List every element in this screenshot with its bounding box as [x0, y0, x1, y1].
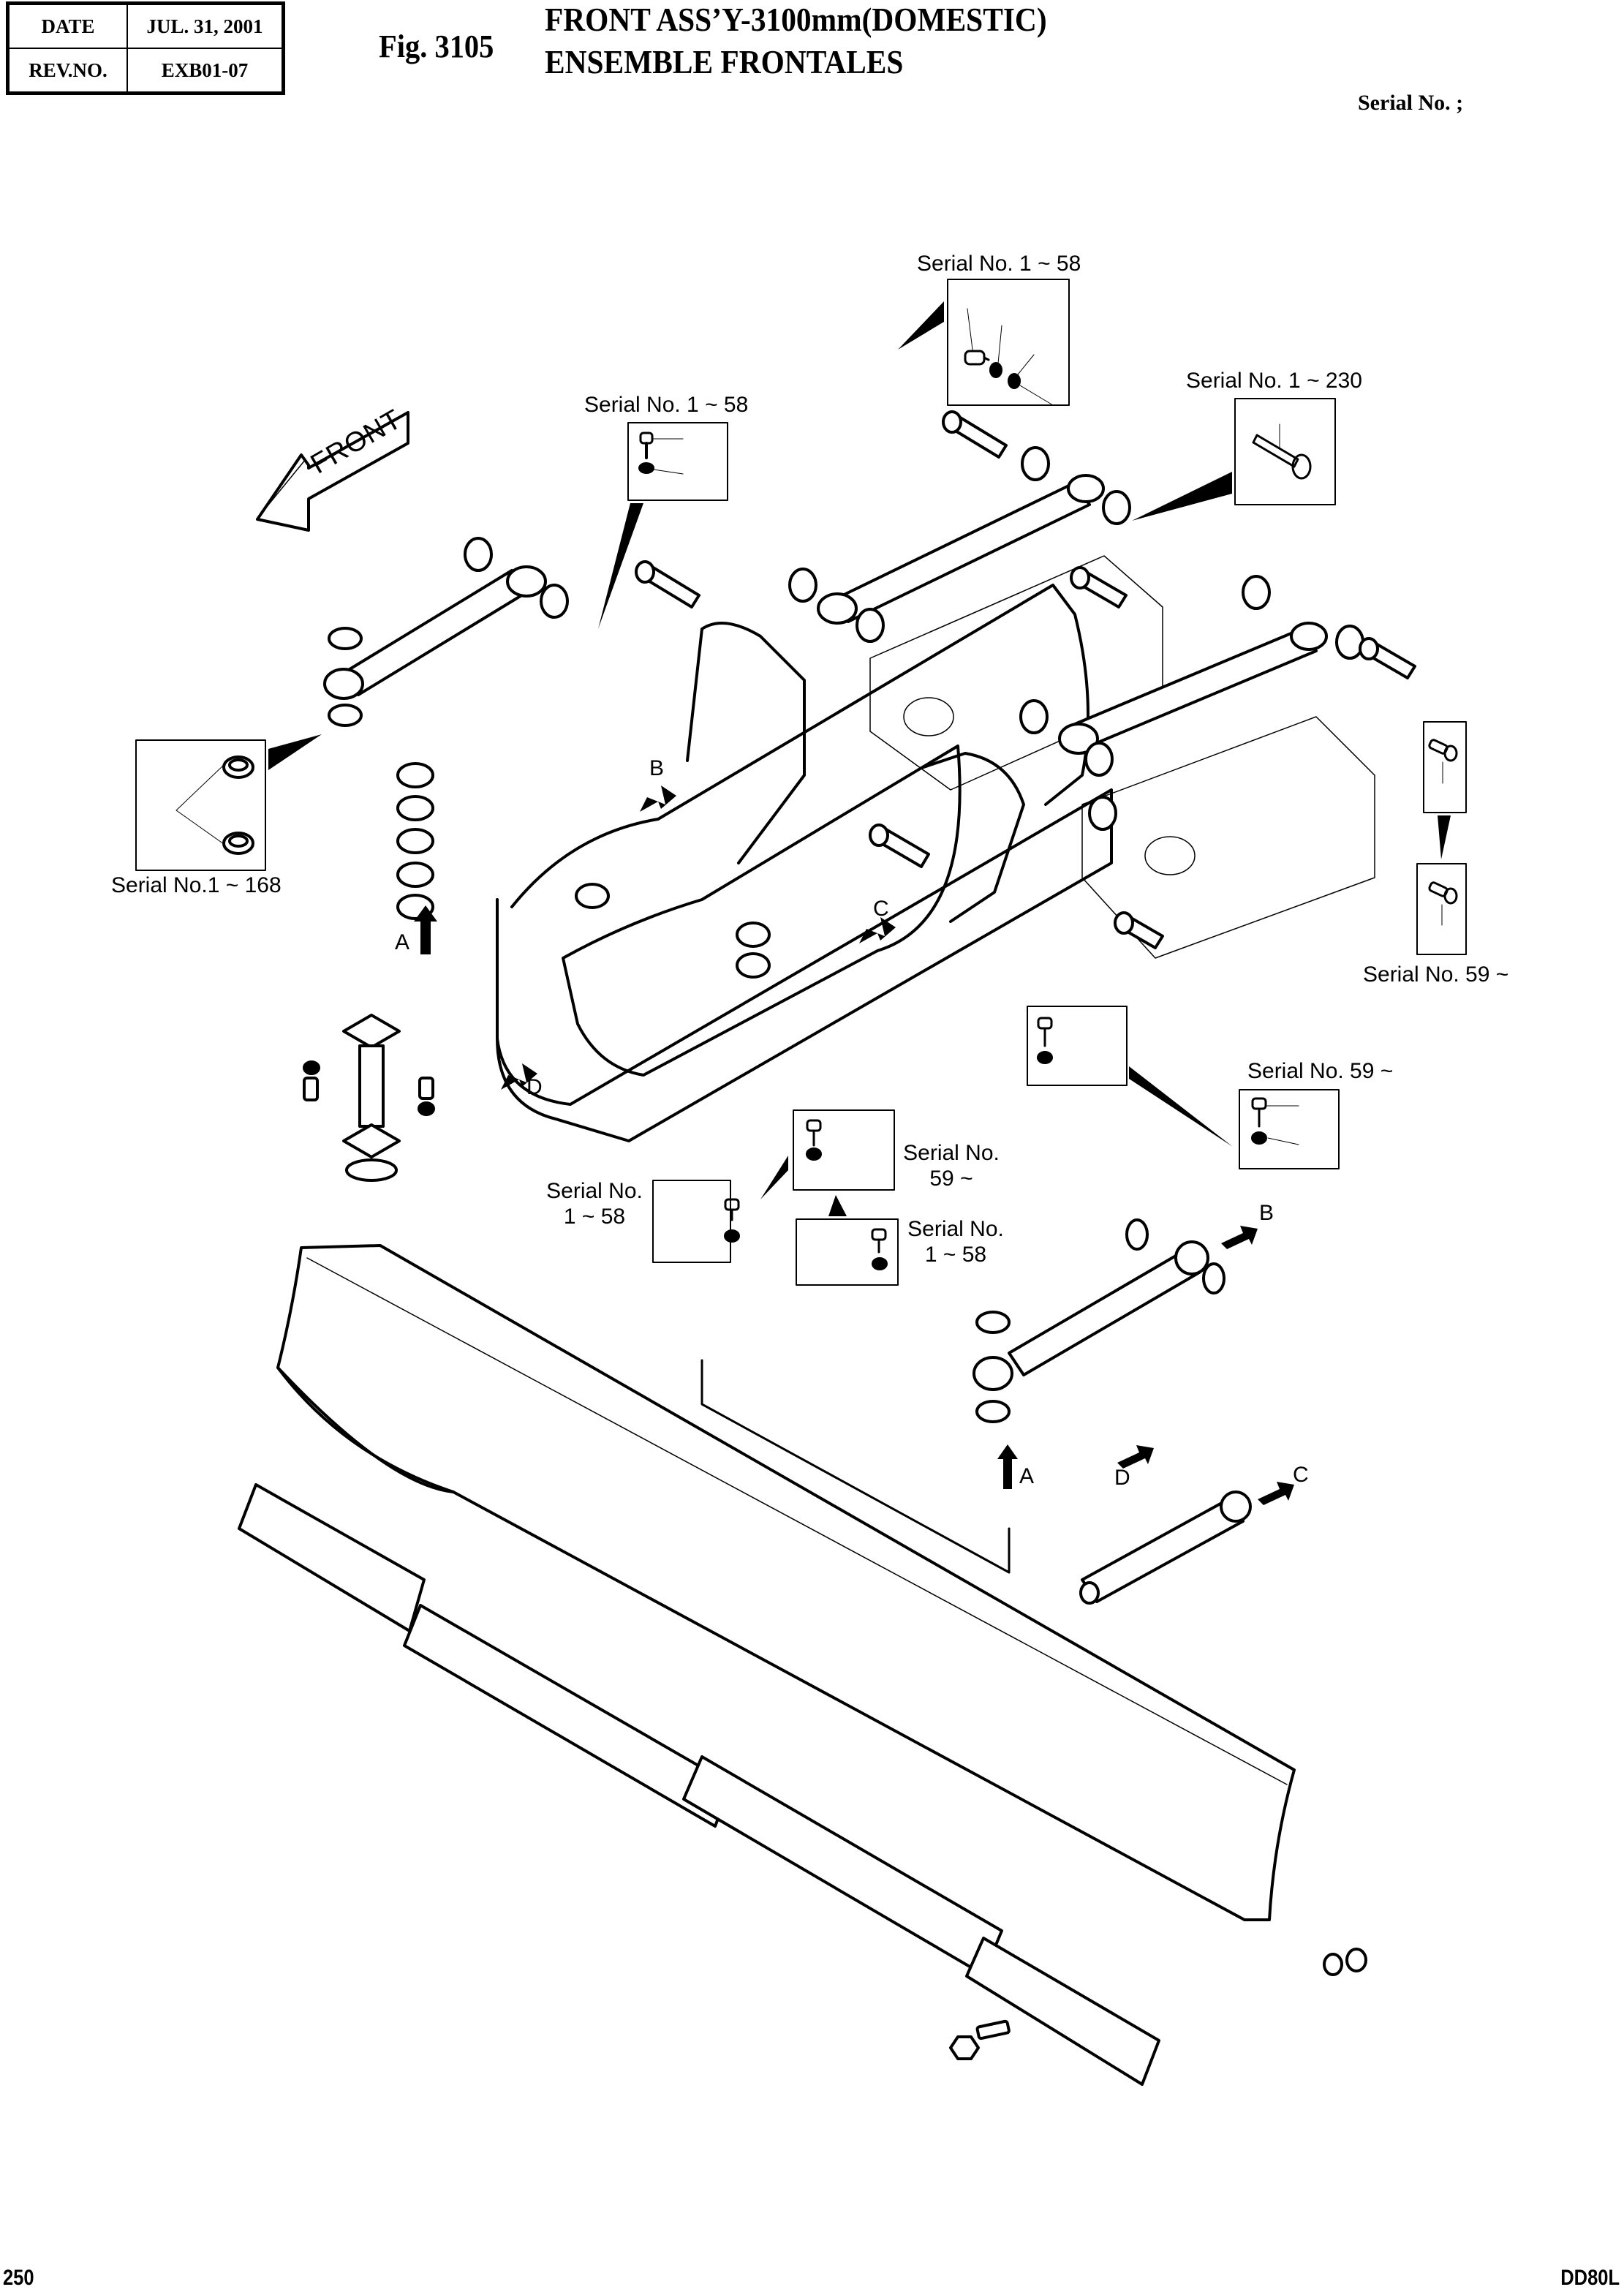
- serial-label-center-old-line2: 1 ~ 58: [924, 1242, 987, 1267]
- callout-box-top-bolt-washer: [898, 279, 1070, 406]
- washer-icon: [989, 362, 1002, 378]
- serial-label-bolt-washer-left: Serial No. 1 ~ 58: [584, 393, 749, 417]
- serial-label-pin-right: Serial No. 1 ~ 230: [1186, 369, 1362, 393]
- angle-cylinder-upper: [972, 1218, 1225, 1423]
- serial-label-top-bolt-washer: Serial No. 1 ~ 58: [917, 252, 1081, 276]
- revno-label: REV.NO.: [7, 48, 128, 94]
- page-title: FRONT ASS’Y-3100mm(DOMESTIC): [545, 1, 1047, 38]
- view-letter-a-upper: A: [395, 930, 410, 954]
- figure-number: Fig. 3105: [379, 29, 494, 64]
- view-letter-c-upper: C: [873, 897, 889, 921]
- lift-cylinder-center: [817, 474, 1105, 625]
- view-letter-d-lower: D: [1114, 1466, 1130, 1490]
- page-subtitle: ENSEMBLE FRONTALES: [545, 43, 904, 80]
- view-letter-a-lower: A: [1019, 1464, 1035, 1488]
- model-name: DD80L: [1560, 2266, 1620, 2290]
- serial-label-blade-left-line2: 1 ~ 58: [563, 1204, 626, 1229]
- bolt-icon: [964, 350, 990, 366]
- serial-label-bolt-right-new: Serial No. 59 ~: [1363, 962, 1509, 987]
- track-frame-outline: [869, 555, 1375, 959]
- serial-label-blade-left-line1: Serial No.: [546, 1179, 643, 1203]
- lift-cylinder-left: [323, 565, 547, 700]
- pin-icon: [1252, 434, 1312, 480]
- pins: [635, 410, 1416, 949]
- callout-box-bolt-washer-center: [760, 1109, 899, 1286]
- revno-value: EXB01-07: [126, 48, 284, 94]
- revision-table: DATE JUL. 31, 2001 REV.NO. EXB01-07: [6, 1, 285, 95]
- view-letter-b-upper: B: [649, 756, 665, 780]
- serial-label-center-old: Serial No. 1 ~ 58: [901, 1217, 1011, 1267]
- serial-label-bushings: Serial No.1 ~ 168: [111, 873, 282, 897]
- date-label: DATE: [7, 2, 128, 49]
- angle-cylinder-lower: [1079, 1491, 1252, 1605]
- view-letter-d-upper: D: [526, 1075, 543, 1099]
- callout-box-bolt-right-new: [1416, 863, 1467, 955]
- callout-box-bolt-washer-left: [598, 422, 728, 629]
- serial-label-center-new-line2: 59 ~: [929, 1166, 973, 1191]
- date-value: JUL. 31, 2001: [126, 2, 284, 49]
- brace-column: [303, 1014, 435, 1182]
- view-letter-c-lower: C: [1293, 1463, 1309, 1487]
- front-direction-arrow: [256, 411, 409, 532]
- revision-row-revno: REV.NO. EXB01-07: [7, 48, 284, 94]
- revision-row-date: DATE JUL. 31, 2001: [7, 2, 284, 49]
- view-letter-b-lower: B: [1259, 1201, 1274, 1225]
- cutting-edges: [238, 1483, 1160, 2086]
- serial-label-blade-left: Serial No. 1 ~ 58: [540, 1179, 649, 1229]
- serial-label-center-new-line1: Serial No.: [903, 1141, 1000, 1165]
- push-frame: [496, 584, 1113, 1142]
- callout-box-bolt-washer-right: [1027, 1006, 1340, 1169]
- serial-label-bolt-washer-right: Serial No. 59 ~: [1247, 1059, 1394, 1083]
- blade-bolt-nut: [949, 1948, 1367, 2060]
- callout-box-bushings: [135, 734, 322, 871]
- nut-icon: [1008, 373, 1021, 389]
- serial-label-center-new: Serial No. 59 ~: [896, 1141, 1006, 1191]
- direction-arrows: [414, 785, 1294, 1505]
- dozer-blade: [276, 1244, 1296, 1921]
- lift-cylinder-right: [1058, 622, 1328, 755]
- serial-number-heading: Serial No. ;: [1358, 91, 1464, 115]
- page-number: 250: [3, 2266, 34, 2290]
- serial-label-center-old-line1: Serial No.: [907, 1217, 1004, 1241]
- callout-box-pin-right: [1132, 398, 1336, 521]
- bushings: [328, 446, 1364, 979]
- callout-box-bolt-right-old: [1423, 721, 1467, 859]
- callout-box-bolt-washer-blade-left: [652, 1180, 740, 1263]
